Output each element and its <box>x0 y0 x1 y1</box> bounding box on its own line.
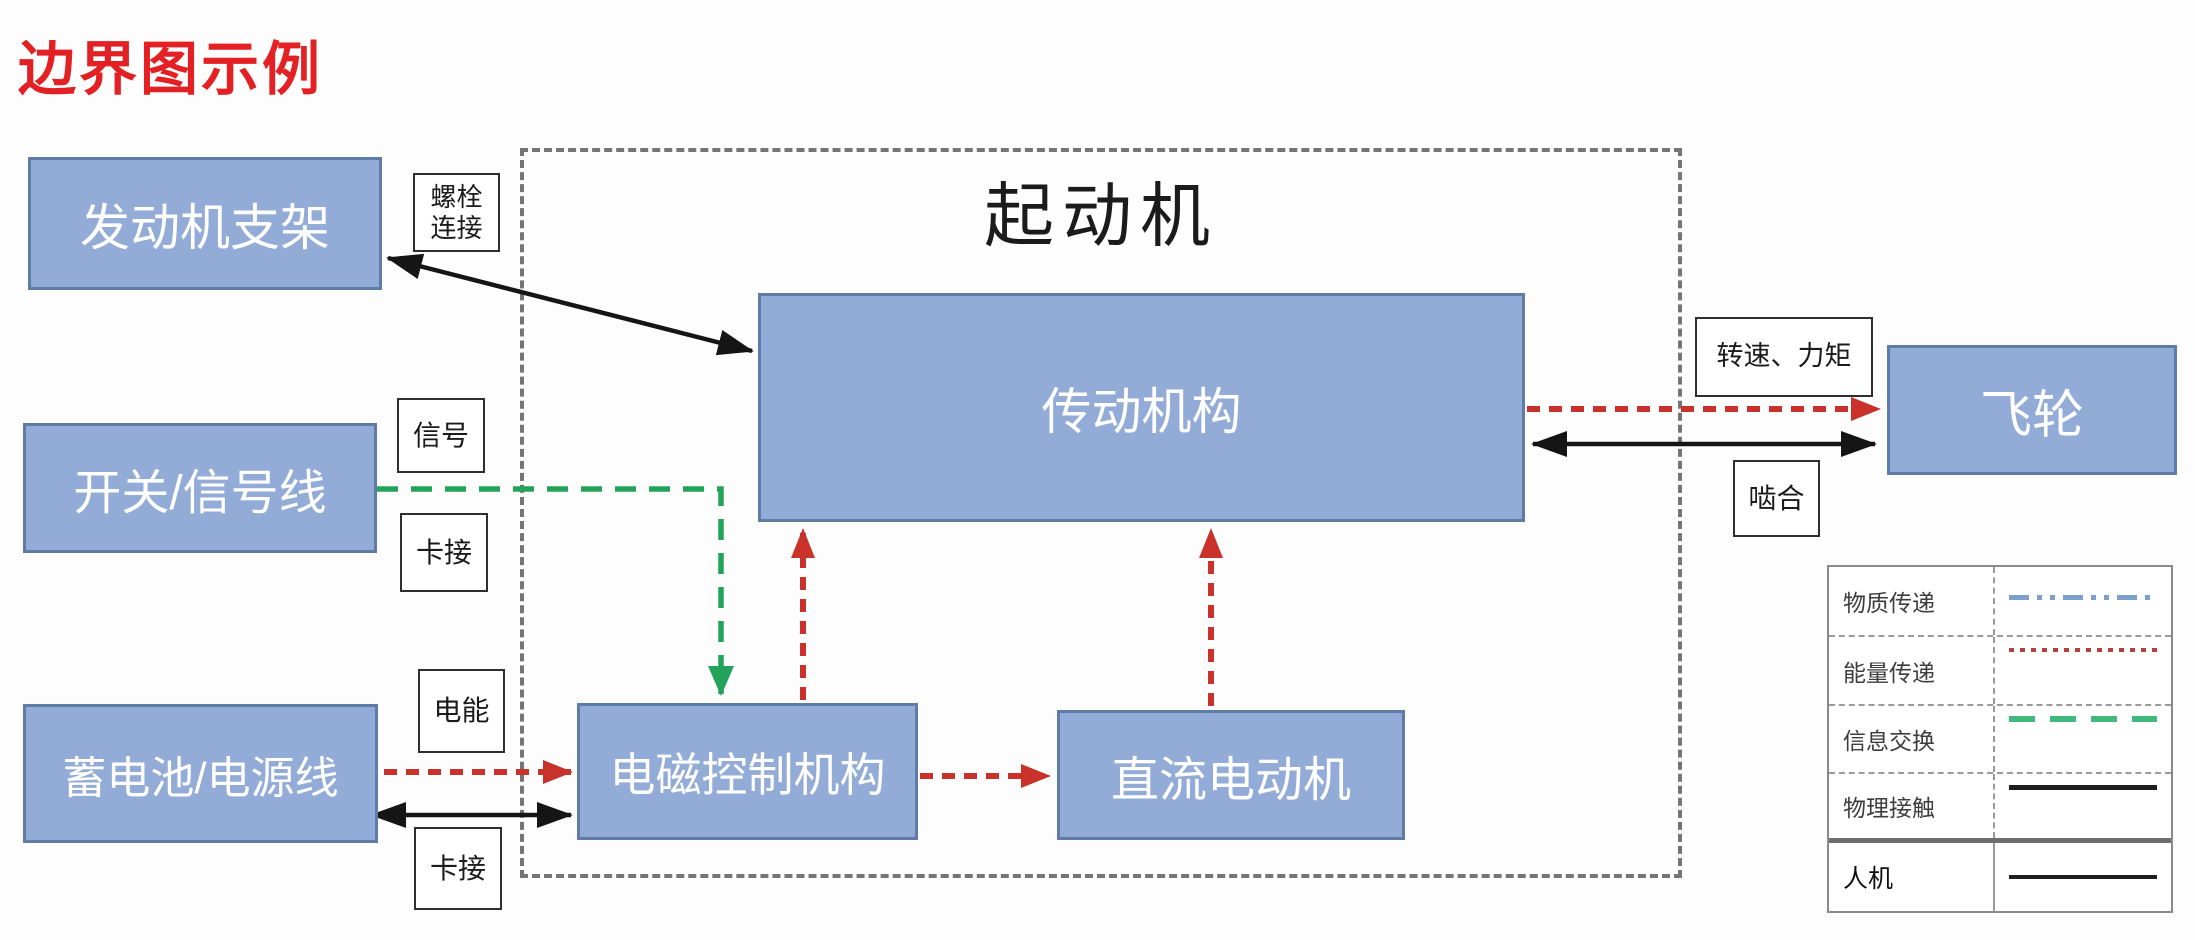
legend-row-human: 人机 <box>1829 838 2171 911</box>
node-transmission-mechanism: 传动机构 <box>758 293 1525 522</box>
legend-sample-info <box>1995 706 2171 772</box>
node-solenoid-control-label: 电磁控制机构 <box>609 748 886 801</box>
label-bolt-connection: 螺栓 连接 <box>413 173 500 252</box>
node-engine-bracket-label: 发动机支架 <box>80 199 330 256</box>
label-mesh: 啮合 <box>1733 460 1820 537</box>
node-dc-motor: 直流电动机 <box>1057 710 1405 840</box>
legend-label-material: 物质传递 <box>1829 567 1995 635</box>
node-transmission-mechanism-label: 传动机构 <box>1041 383 1242 440</box>
legend-table: 物质传递 能量传递 信息交换 物理接触 人机 <box>1827 565 2173 913</box>
physical-contact-line-icon <box>2009 785 2157 790</box>
legend-label-energy: 能量传递 <box>1829 637 1995 704</box>
human-machine-line-icon <box>2009 875 2157 879</box>
label-signal: 信号 <box>397 398 485 473</box>
legend-sample-energy <box>1995 637 2171 704</box>
label-speed-torque: 转速、力矩 <box>1695 317 1873 397</box>
label-clamp-upper: 卡接 <box>400 513 488 592</box>
legend-row-info: 信息交换 <box>1829 704 2171 772</box>
legend-sample-contact <box>1995 774 2171 838</box>
node-flywheel-label: 飞轮 <box>1979 386 2084 445</box>
node-battery-power-line-label: 蓄电池/电源线 <box>62 753 339 803</box>
label-clamp-lower: 卡接 <box>414 827 502 910</box>
legend-sample-human <box>1995 843 2171 911</box>
node-switch-signal-line-label: 开关/信号线 <box>73 467 327 520</box>
legend-row-contact: 物理接触 <box>1829 772 2171 838</box>
node-dc-motor-label: 直流电动机 <box>1110 754 1351 807</box>
legend-label-info: 信息交换 <box>1829 706 1995 772</box>
node-flywheel: 飞轮 <box>1887 345 2177 475</box>
legend-row-material: 物质传递 <box>1829 567 2171 635</box>
starter-boundary-label: 起动机 <box>984 177 1218 255</box>
page-title: 边界图示例 <box>18 37 324 102</box>
legend-label-human: 人机 <box>1829 843 1995 911</box>
node-switch-signal-line: 开关/信号线 <box>23 423 377 553</box>
legend-row-energy: 能量传递 <box>1829 635 2171 704</box>
legend-sample-material <box>1995 567 2171 635</box>
node-battery-power-line: 蓄电池/电源线 <box>23 704 378 843</box>
label-electric-power: 电能 <box>418 669 505 753</box>
node-engine-bracket: 发动机支架 <box>28 157 382 290</box>
node-solenoid-control: 电磁控制机构 <box>577 703 918 840</box>
information-exchange-line-icon <box>2009 716 2157 722</box>
legend-label-contact: 物理接触 <box>1829 774 1995 838</box>
energy-transfer-line-icon <box>2009 648 2157 652</box>
material-transfer-line-icon <box>2009 595 2157 600</box>
